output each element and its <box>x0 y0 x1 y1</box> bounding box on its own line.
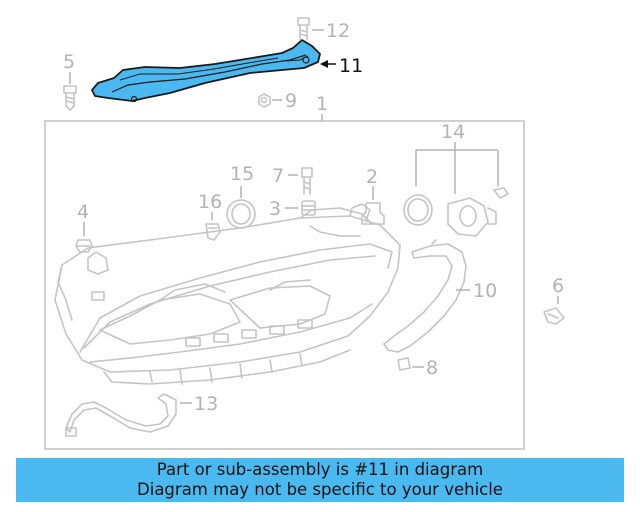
callout-4: 4 <box>77 201 89 223</box>
callout-3: 3 <box>269 198 281 220</box>
ring-part-15[interactable] <box>226 186 256 229</box>
banner-line-2: Diagram may not be specific to your vehi… <box>137 480 503 499</box>
banner-line-1: Part or sub-assembly is #11 in diagram <box>156 460 484 479</box>
part-8[interactable] <box>397 357 424 371</box>
callout-5: 5 <box>63 51 75 73</box>
bracket-part-11[interactable] <box>91 39 321 103</box>
screw-part-7[interactable] <box>288 167 313 195</box>
callout-10: 10 <box>473 280 497 302</box>
info-banner: Part or sub-assembly is #11 in diagram D… <box>16 458 624 502</box>
callout-16: 16 <box>198 191 222 213</box>
callout-12: 12 <box>326 20 350 42</box>
callout-6: 6 <box>552 275 564 297</box>
screw-part-5[interactable] <box>63 72 77 111</box>
callout-9: 9 <box>285 90 297 112</box>
screw-part-6[interactable] <box>543 296 565 325</box>
nut-part-9[interactable] <box>258 93 282 108</box>
cable-part-13[interactable] <box>65 393 192 437</box>
part-2[interactable] <box>361 186 385 225</box>
callout-1: 1 <box>316 93 328 115</box>
callout-8: 8 <box>426 357 438 379</box>
callout-15: 15 <box>230 163 254 185</box>
assembly-frame <box>44 120 525 450</box>
clip-part-4[interactable] <box>75 222 93 253</box>
part-3[interactable] <box>285 200 316 216</box>
callout-11: 11 <box>339 55 363 77</box>
arrow-11 <box>320 60 328 68</box>
callout-14: 14 <box>441 121 465 143</box>
callout-7: 7 <box>272 165 284 187</box>
part-14-group[interactable] <box>403 142 509 237</box>
screw-part-12[interactable] <box>297 17 324 41</box>
callout-13: 13 <box>194 393 218 415</box>
cable-part-10[interactable] <box>383 239 470 353</box>
callout-2: 2 <box>366 166 378 188</box>
bulb-part-16[interactable] <box>205 212 221 241</box>
headlamp-housing <box>54 203 401 385</box>
